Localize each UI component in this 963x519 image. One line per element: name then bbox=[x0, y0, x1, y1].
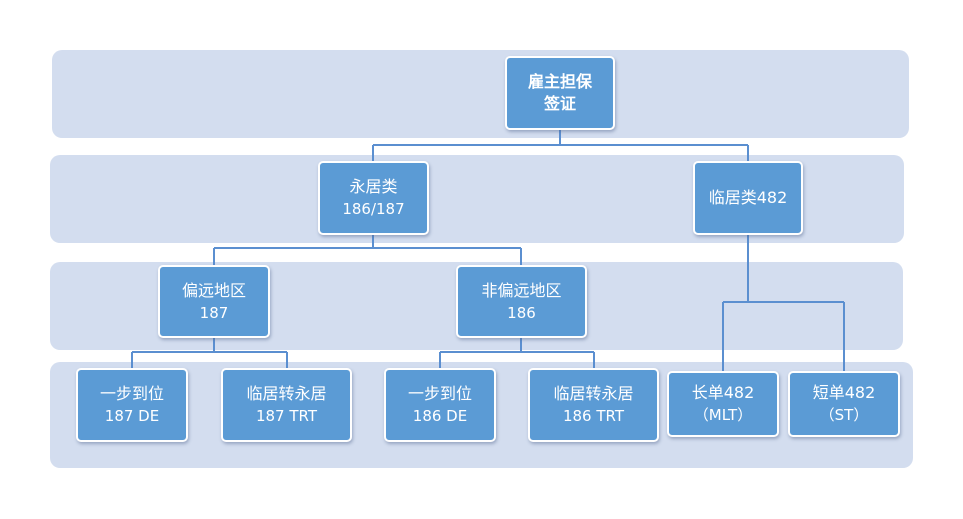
node-label-line1: 雇主担保 bbox=[527, 72, 592, 91]
node-label-line2: （MLT） bbox=[693, 406, 753, 424]
node-label-line1: 临居转永居 bbox=[246, 384, 327, 403]
node-label-line2: 186 DE bbox=[412, 407, 468, 425]
node-label-line1: 临居类482 bbox=[708, 188, 788, 207]
node-temporary-residence: 临居类482 bbox=[693, 161, 803, 235]
node-label-line1: 一步到位 bbox=[99, 384, 164, 403]
node-label-line2: 186/187 bbox=[342, 200, 405, 218]
node-label-line1: 短单482 bbox=[812, 383, 876, 402]
node-non-remote-area: 非偏远地区 186 bbox=[456, 265, 587, 338]
node-482-short-term: 短单482 （ST） bbox=[788, 371, 900, 437]
node-remote-area: 偏远地区 187 bbox=[158, 265, 270, 338]
node-label-line1: 非偏远地区 bbox=[481, 280, 562, 300]
node-label-line1: 长单482 bbox=[691, 383, 755, 402]
node-label-line2: 187 DE bbox=[104, 407, 160, 425]
node-186-direct-entry: 一步到位 186 DE bbox=[384, 368, 496, 442]
node-label-line2: 187 bbox=[199, 303, 229, 322]
node-employer-sponsored-visa: 雇主担保 签证 bbox=[505, 56, 615, 130]
node-187-direct-entry: 一步到位 187 DE bbox=[76, 368, 188, 442]
node-187-temporary-residence-transition: 临居转永居 187 TRT bbox=[221, 368, 352, 442]
node-label-line2: 186 bbox=[507, 303, 536, 322]
node-label-line1: 偏远地区 bbox=[181, 280, 246, 300]
node-482-long-term: 长单482 （MLT） bbox=[667, 371, 779, 437]
node-label-line2: 187 TRT bbox=[255, 407, 318, 425]
node-label-line1: 临居转永居 bbox=[553, 384, 634, 403]
node-label-line2: （ST） bbox=[819, 406, 869, 424]
node-label-line2: 签证 bbox=[543, 94, 576, 113]
level-band-1 bbox=[52, 50, 909, 138]
node-permanent-residence: 永居类 186/187 bbox=[318, 161, 429, 235]
node-label-line1: 一步到位 bbox=[407, 384, 472, 403]
node-label-line2: 186 TRT bbox=[562, 407, 625, 425]
node-186-temporary-residence-transition: 临居转永居 186 TRT bbox=[528, 368, 659, 442]
node-label-line1: 永居类 bbox=[349, 177, 398, 196]
